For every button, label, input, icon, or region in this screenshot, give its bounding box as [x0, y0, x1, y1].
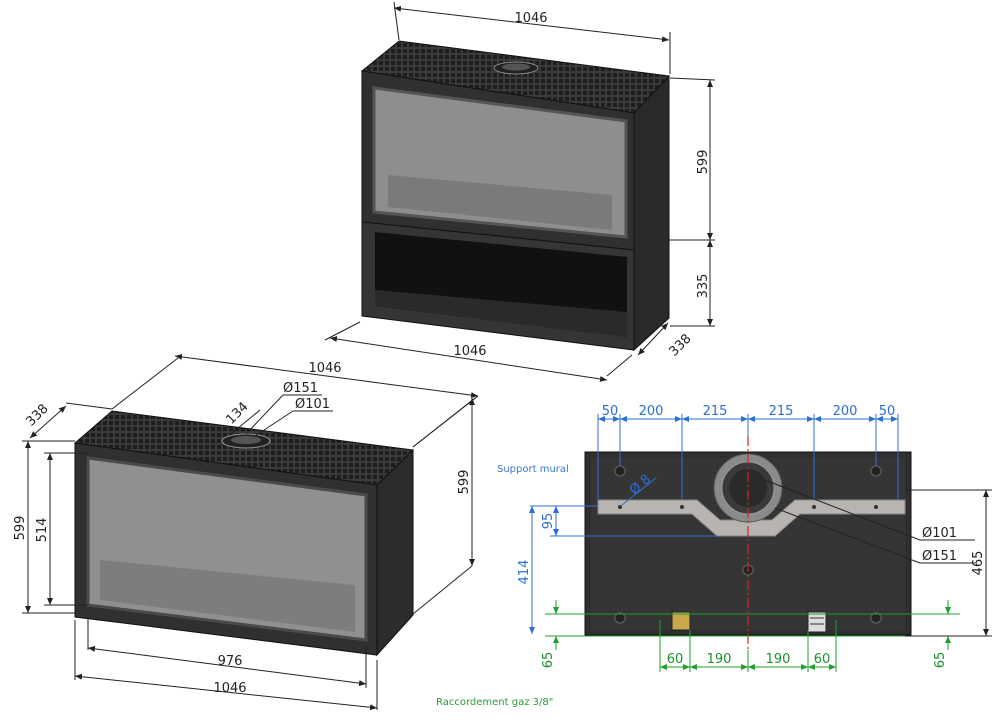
bottom-dim-4: 60 [814, 652, 831, 667]
front-left-height-label: 599 [13, 516, 28, 541]
front-top-width-label: 1046 [308, 361, 341, 376]
upper-isometric-view [360, 40, 671, 352]
flue-offset-label: 134 [223, 399, 251, 427]
right-dim-65: 65 [933, 652, 948, 669]
wall-support-label: Support mural [497, 464, 569, 475]
left-dim-414: 414 [517, 560, 532, 585]
glass-width-label: 976 [218, 654, 243, 669]
front-dimensions: 1046 338 134 Ø151 Ø101 599 514 599 976 1… [13, 353, 479, 711]
glass-height-label: 514 [35, 518, 50, 543]
front-outer-diameter-label: Ø151 [283, 381, 318, 396]
front-isometric-view [73, 410, 415, 657]
back-view [584, 436, 912, 650]
lower-height-label: 335 [696, 274, 711, 299]
front-right-height-label: 599 [457, 470, 472, 495]
back-dia-151-label: Ø151 [922, 549, 957, 564]
bottom-dim-3: 190 [766, 652, 791, 667]
top-dim-5: 200 [833, 404, 858, 419]
top-dim-2: 200 [639, 404, 664, 419]
front-depth-label: 338 [23, 401, 51, 429]
upper-depth-label: 338 [666, 331, 694, 359]
bottom-dim-1: 60 [667, 652, 684, 667]
back-bottom-dimensions: 60 190 190 60 Raccordement gaz 3/8" [436, 620, 837, 708]
front-bottom-width-label: 1046 [213, 681, 246, 696]
back-side-dimensions: 95 414 65 65 465 Ø101 Ø151 [517, 479, 992, 669]
front-inner-diameter-label: Ø101 [295, 397, 330, 412]
top-dim-6: 50 [879, 404, 896, 419]
back-dia-101-label: Ø101 [922, 526, 957, 541]
left-dim-65: 65 [541, 652, 556, 669]
gas-connection-label: Raccordement gaz 3/8" [436, 697, 553, 708]
top-dim-4: 215 [769, 404, 794, 419]
upper-height-label: 599 [696, 150, 711, 175]
top-dim-1: 50 [602, 404, 619, 419]
left-dim-95: 95 [541, 513, 556, 530]
top-dim-3: 215 [703, 404, 728, 419]
bottom-dim-2: 190 [707, 652, 732, 667]
right-dim-465: 465 [971, 551, 986, 576]
upper-bottom-width-label: 1046 [453, 344, 486, 359]
upper-width-label: 1046 [514, 11, 547, 26]
